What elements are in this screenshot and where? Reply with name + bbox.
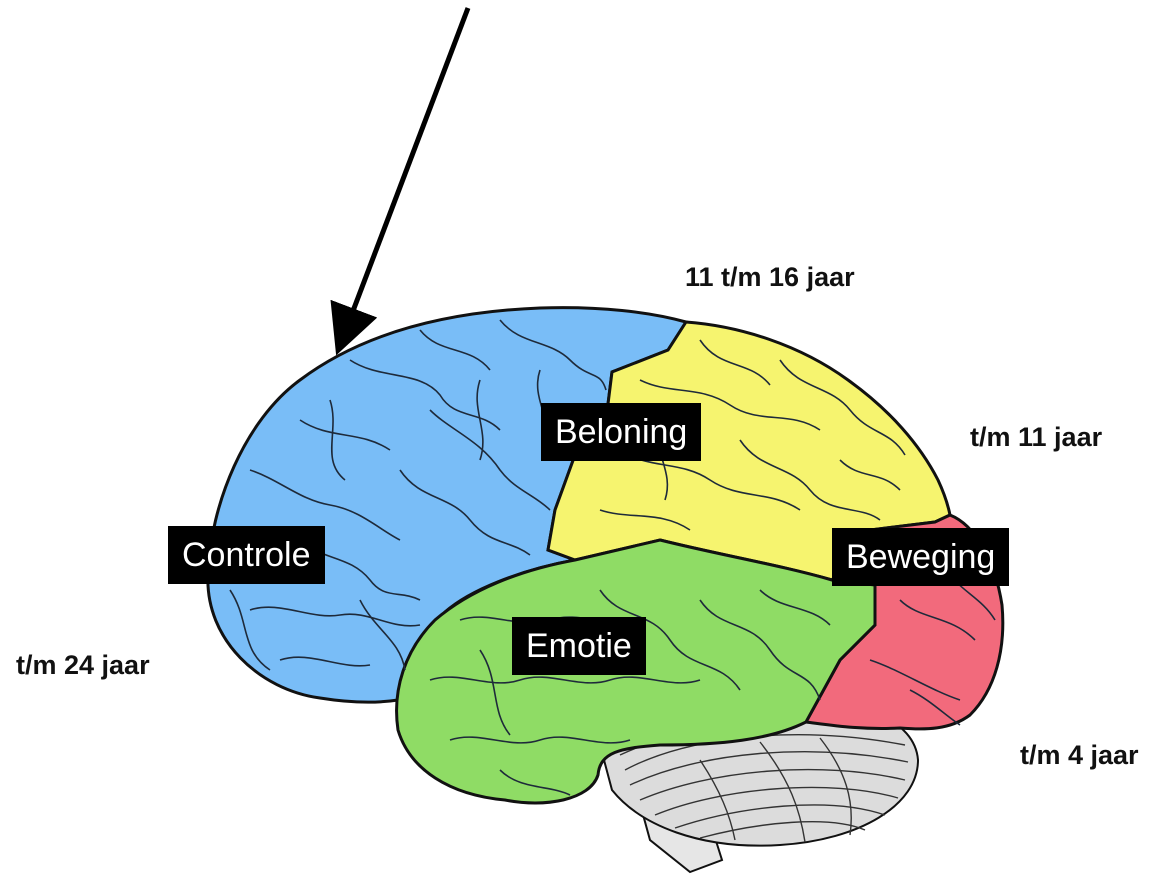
age-control: t/m 24 jaar	[16, 650, 150, 681]
label-emotion: Emotie	[512, 617, 646, 675]
age-reward-back: t/m 11 jaar	[970, 422, 1102, 453]
age-movement: t/m 4 jaar	[1020, 740, 1139, 771]
label-control: Controle	[168, 526, 325, 584]
age-reward: 11 t/m 16 jaar	[685, 262, 855, 293]
label-reward: Beloning	[541, 403, 701, 461]
arrow-icon	[345, 8, 468, 332]
label-movement: Beweging	[832, 528, 1009, 586]
